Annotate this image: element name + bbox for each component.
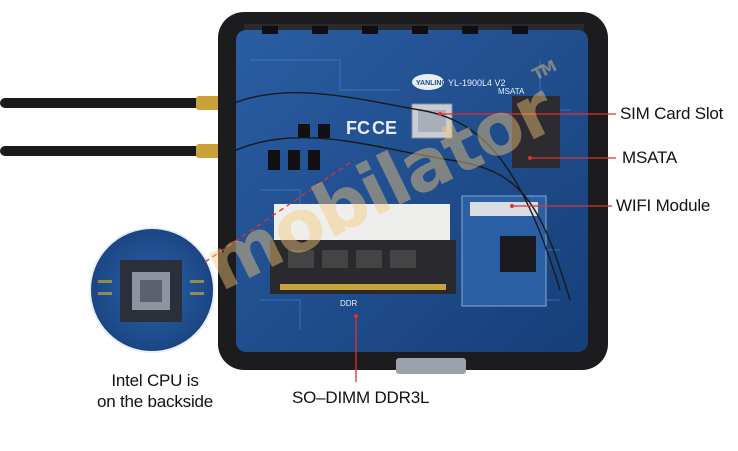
brand-mark: YANLING [416,80,447,87]
model-mark: YL-1900L4 V2 [448,78,506,88]
msata-module [512,96,560,168]
ddr-silkscreen: DDR [340,299,358,308]
intel-cpu-label: Intel CPU is on the backside [96,371,214,411]
so-dimm-label: SO–DIMM DDR3L [292,388,430,407]
callout-lines [204,113,616,382]
ce-mark: CE [372,118,397,138]
brand-logo [412,74,444,90]
sim-card-slot-label: SIM Card Slot [620,104,724,123]
msata-label: MSATA [622,148,678,167]
ram-stick-label [274,204,450,240]
msata-silkscreen: MSATA [498,87,525,96]
fc-mark: FC [346,118,370,138]
wifi-module-label: WIFI Module [616,196,711,215]
antenna-cables [0,96,232,158]
cpu-zoom-inset [89,227,215,353]
